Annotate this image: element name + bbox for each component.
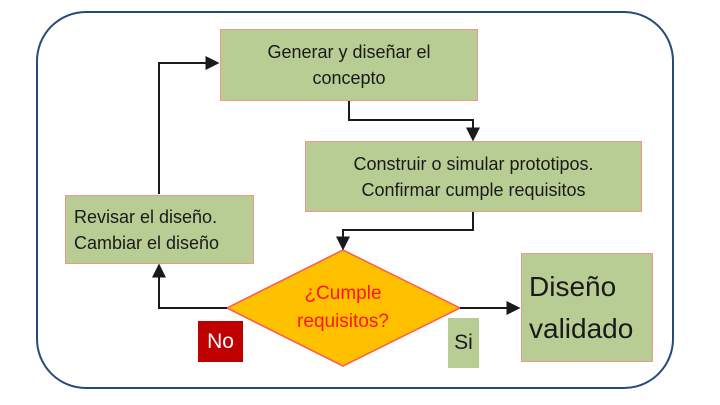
decision-question-label: ¿Cumple requisitos? <box>297 283 389 332</box>
edge-label-no: No <box>198 321 243 362</box>
node-generar-concepto: Generar y diseñar el concepto <box>220 29 478 101</box>
edge-label-si: Si <box>448 318 479 368</box>
node-revisar-diseno: Revisar el diseño. Cambiar el diseño <box>65 195 254 264</box>
node-construir-prototipos: Construir o simular prototipos. Confirma… <box>305 141 642 212</box>
arrow-revisar-to-generar <box>158 56 220 194</box>
arrow-construir-to-decision <box>336 212 474 251</box>
node-diseno-validado: Diseño validado <box>521 253 653 362</box>
arrow-decision-no-to-revisar <box>152 263 227 309</box>
arrow-generar-to-construir <box>348 101 480 142</box>
decision-diamond-shape <box>225 249 462 367</box>
outer-frame <box>36 11 674 389</box>
